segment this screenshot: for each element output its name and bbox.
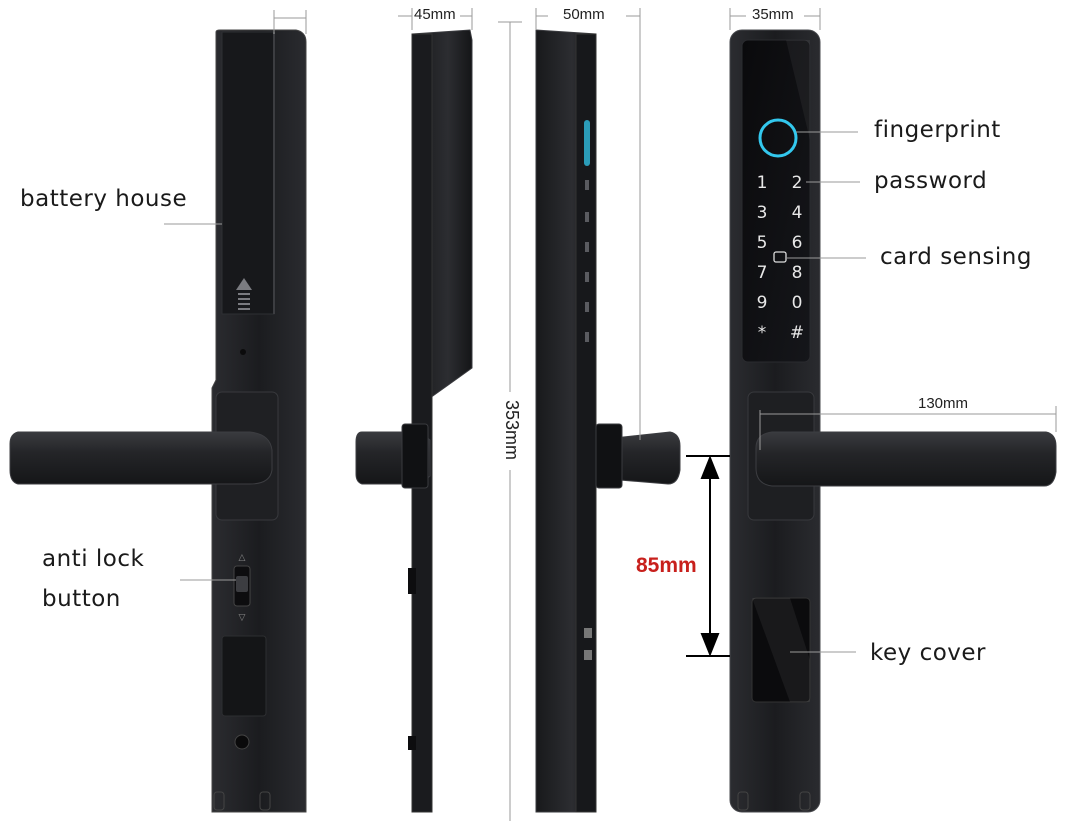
battery-arrow-icon bbox=[236, 278, 252, 290]
key-hole-icon bbox=[234, 734, 250, 750]
keypad-key-1[interactable]: 1 bbox=[757, 173, 768, 193]
fingerprint-label: fingerprint bbox=[874, 117, 1001, 143]
svg-text:▽: ▽ bbox=[239, 613, 246, 623]
keypad-key-6[interactable]: 6 bbox=[792, 233, 803, 253]
dim-35: 35mm bbox=[752, 6, 794, 23]
anti-lock-label: anti lock bbox=[42, 546, 145, 572]
keypad-key-9[interactable]: 9 bbox=[757, 293, 768, 313]
card-sensing-icon bbox=[773, 251, 787, 263]
dimension-lines bbox=[164, 8, 1057, 821]
key-cover-panel bbox=[751, 597, 811, 703]
keypad-key-hash[interactable]: # bbox=[790, 323, 804, 343]
keypad-key-7[interactable]: 7 bbox=[757, 263, 768, 283]
keypad-key-4[interactable]: 4 bbox=[792, 203, 803, 223]
anti-lock-button-knob bbox=[236, 576, 248, 592]
card-sensing-label: card sensing bbox=[880, 244, 1032, 270]
keypad-key-0[interactable]: 0 bbox=[792, 293, 803, 313]
keypad-panel bbox=[741, 39, 811, 363]
keypad-key-star[interactable]: * bbox=[758, 323, 767, 343]
password-label: password bbox=[874, 168, 988, 194]
dim-130: 130mm bbox=[918, 395, 969, 412]
side-view-right bbox=[535, 29, 681, 813]
keypad-key-8[interactable]: 8 bbox=[792, 263, 803, 283]
battery-stripes-icon bbox=[238, 293, 250, 310]
dim-353: 353mm bbox=[502, 400, 522, 461]
back-handle bbox=[9, 431, 273, 485]
back-view: △ ▽ bbox=[9, 29, 307, 813]
back-battery-panel bbox=[221, 635, 267, 717]
keypad-key-2[interactable]: 2 bbox=[792, 173, 803, 193]
keypad-key-5[interactable]: 5 bbox=[757, 233, 768, 253]
reset-hole-icon bbox=[240, 349, 246, 355]
dim-45: 45mm bbox=[414, 6, 456, 23]
battery-house-label: battery house bbox=[20, 186, 188, 212]
dim-85: 85mm bbox=[636, 554, 697, 577]
keypad: 1 2 3 4 5 6 7 8 9 0 * # bbox=[757, 173, 805, 343]
side-view-left bbox=[355, 29, 473, 813]
svg-text:△: △ bbox=[239, 553, 246, 563]
height-85-dimension bbox=[686, 455, 730, 657]
battery-house-cover bbox=[221, 31, 275, 315]
front-handle bbox=[755, 431, 1057, 487]
front-view: 1 2 3 4 5 6 7 8 9 0 * # bbox=[729, 29, 1057, 813]
key-cover-label: key cover bbox=[870, 640, 987, 666]
dim-50: 50mm bbox=[563, 6, 605, 23]
fingerprint-sensor[interactable] bbox=[758, 118, 798, 158]
keypad-key-3[interactable]: 3 bbox=[757, 203, 768, 223]
anti-lock-button-label: button bbox=[42, 586, 121, 612]
